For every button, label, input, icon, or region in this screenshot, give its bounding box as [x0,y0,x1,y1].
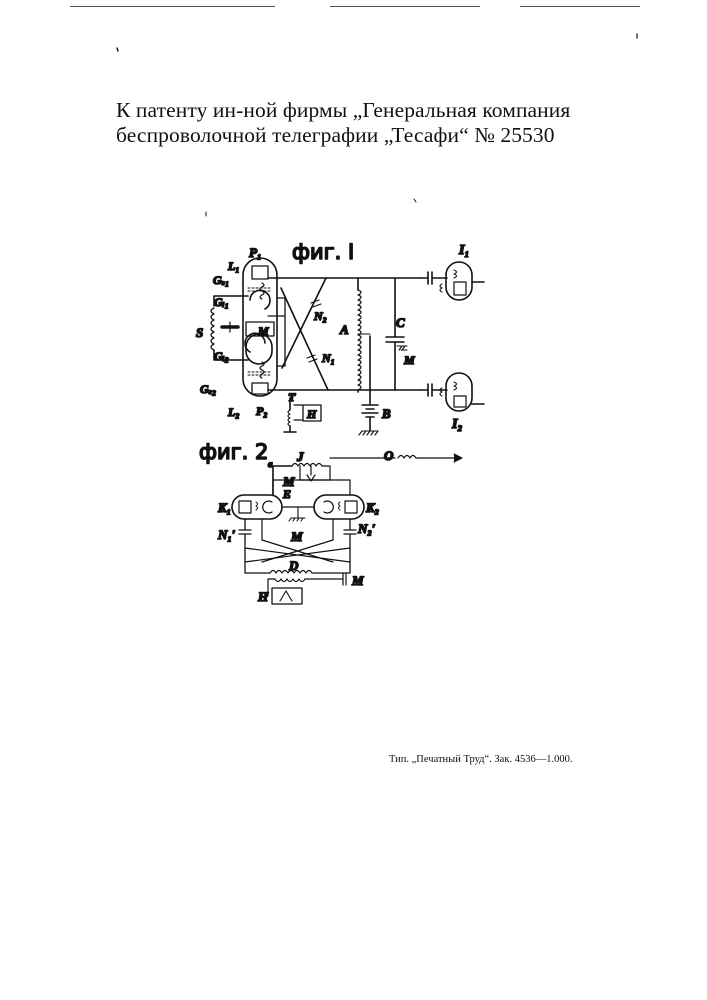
figure-2-title: фиг. 2 [199,440,268,464]
label-A: A [339,322,349,337]
coupling-capacitor-upper [420,272,447,284]
line-to-O [330,456,460,459]
label-Ge2: Gₑ₂ [200,382,216,396]
label-N1: N₁ [321,351,335,365]
label-K1: K₁ [217,500,231,515]
tube-I1 [440,262,484,300]
label-S: S [196,325,203,340]
label-T: T [288,390,296,404]
tube-K1 [232,495,282,519]
label-M-right: M [351,573,364,588]
tube-I2 [440,373,484,411]
label-N2: N₂ [313,309,327,323]
label-I2: I₂ [451,417,462,432]
label-K2: K₂ [365,500,379,515]
figure-2: фиг. 2 [199,440,462,604]
label-H: H [306,407,317,421]
label-Ge1: Gₑ₁ [213,273,229,287]
label-Gi2: Gᵢ₂ [214,349,229,363]
tube-K2 [314,495,364,519]
detector-H [272,588,302,604]
label-B: B [381,406,391,421]
label-M-right: M [403,353,415,367]
scan-speck [117,48,118,51]
capacitor-C [386,278,407,390]
label-M-mid: M [290,529,303,544]
label-M-center: M [257,324,269,338]
label-N1-prime: N₁′ [217,527,236,542]
label-E: E [282,487,291,501]
label-Gi1: Gᵢ₁ [214,295,229,309]
label-N2-prime: N₂′ [357,521,376,536]
label-H-fig2: H [257,589,269,604]
label-O: O [384,448,394,463]
label-J: J [296,449,304,464]
cross-line-1 [281,288,328,390]
label-L1: L₁ [227,259,240,273]
label-P2: P₂ [256,404,268,418]
scan-speck [414,199,416,202]
label-P1: P₁ [249,245,261,260]
printer-imprint: Тип. „Печатный Труд“. Зак. 4536—1.000. [389,754,572,765]
coupling-capacitor-lower [420,384,447,396]
figure-1-title: фиг. I [292,240,354,264]
figure-1: фиг. I [196,240,484,435]
battery-B [359,392,378,435]
label-D: D [288,558,299,573]
label-L2: L₂ [227,405,240,419]
label-C: C [396,315,405,330]
inductance-A [358,278,370,392]
label-I1: I₁ [458,243,469,258]
cross-line-2 [282,278,326,368]
label-a: a [268,459,273,469]
